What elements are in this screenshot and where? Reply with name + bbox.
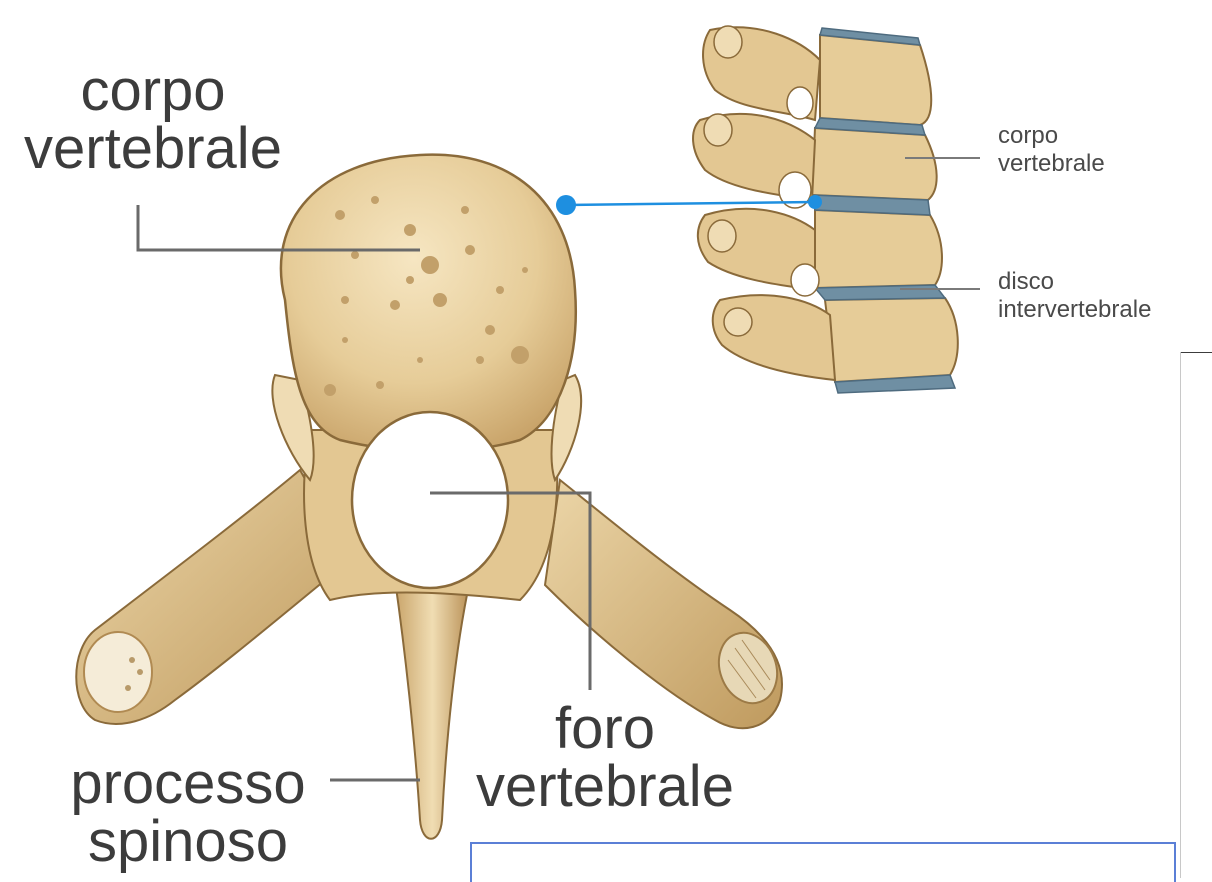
label-processo-line2: spinoso [58,813,318,871]
label-corpo-small-line2: vertebrale [998,150,1105,178]
label-disco-intervertebrale: disco intervertebrale [998,268,1151,323]
vertebral-body [281,155,576,452]
label-processo-line1: processo [58,755,318,813]
spine-side-view [693,26,958,393]
right-transverse-process [545,480,787,728]
label-corpo-vertebrale: corpo vertebrale [18,62,288,178]
selection-box [470,842,1176,882]
spinous-process [395,580,470,839]
label-corpo-line1: corpo [18,62,288,120]
label-disco-line1: disco [998,268,1151,296]
label-foro-line1: foro [460,700,750,758]
label-processo-spinoso: processo spinoso [58,755,318,871]
label-foro-vertebrale: foro vertebrale [460,700,750,816]
vertebral-foramen [352,412,508,588]
intervertebral-disc [815,285,945,300]
label-corpo-vertebrale-small: corpo vertebrale [998,122,1105,177]
frame-edge-right [1180,352,1181,878]
label-disco-line2: intervertebrale [998,296,1151,324]
frame-edge-top [1180,352,1212,353]
label-foro-line2: vertebrale [460,758,750,816]
label-corpo-small-line1: corpo [998,122,1105,150]
label-corpo-line2: vertebrale [18,120,288,178]
